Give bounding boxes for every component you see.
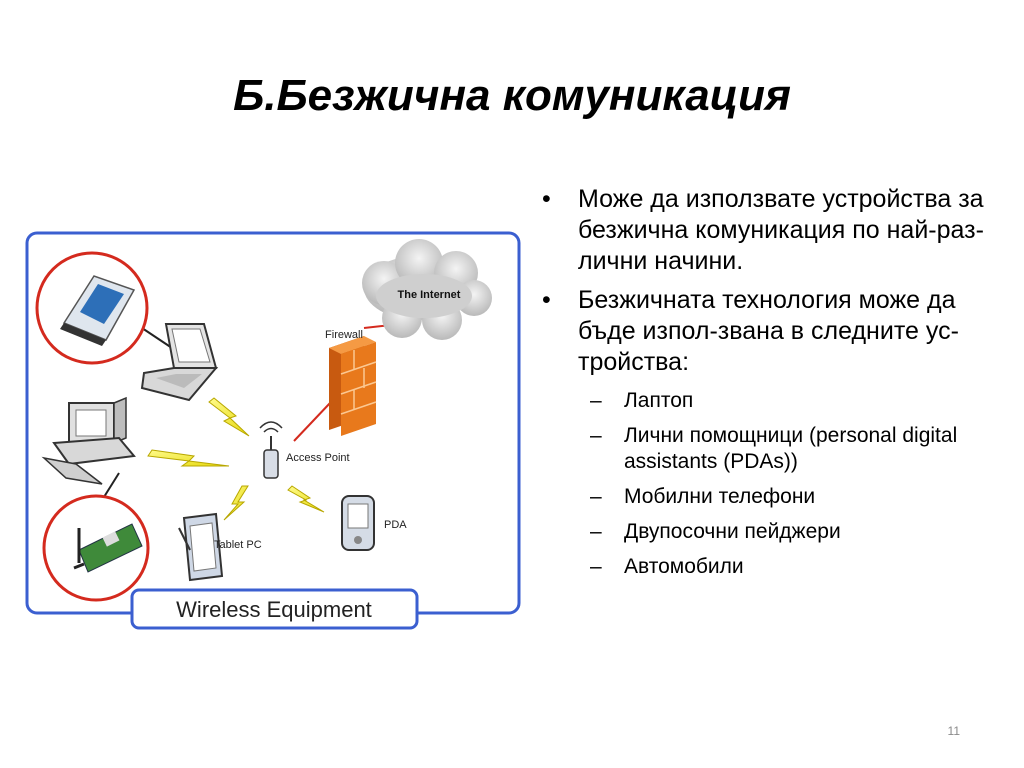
signal-bolt-icon [147, 449, 230, 467]
bullet-dot-icon: • [542, 185, 551, 213]
sub-bullet-item: –Двупосочни пейджери [590, 520, 841, 543]
bullet-dot-icon: • [542, 286, 551, 314]
wireless-card-icon [60, 275, 136, 346]
firewall-label: Firewall [325, 329, 363, 341]
internet-cloud [362, 239, 492, 340]
slide-title: Б.Безжична комуникация [233, 71, 791, 120]
signal-bolt-icon [223, 485, 249, 521]
sub-bullet-item: –Мобилни телефони [590, 485, 816, 508]
bullet-item: •Безжичната технология може да бъде изпо… [540, 285, 1000, 580]
signal-bolt-icon [287, 485, 325, 513]
wireless-equipment-diagram: The Internet Firewall [24, 228, 524, 633]
access-point-label: Access Point [286, 452, 350, 464]
bullet-item: •Може да използвате устройства за безжич… [542, 185, 984, 275]
sub-bullet-item: –Лаптоп [590, 389, 694, 412]
signal-bolt-icon [208, 397, 250, 437]
access-point-icon [259, 421, 283, 479]
bullet-list: •Може да използвате устройства за безжич… [540, 184, 1000, 589]
pda-label: PDA [384, 519, 407, 531]
dash-icon: – [590, 485, 602, 508]
page-number: 11 [947, 724, 960, 738]
laptop-icon [140, 323, 219, 402]
diagram-caption: Wireless Equipment [176, 597, 372, 622]
pda-icon [341, 495, 375, 551]
firewall-icon [329, 336, 377, 436]
desktop-computer-icon [41, 396, 136, 485]
dash-icon: – [590, 424, 602, 447]
caption-box [130, 588, 419, 630]
sub-bullet-item: –Автомобили [590, 555, 744, 578]
tablet-label: Tablet PC [214, 539, 262, 551]
internet-label: The Internet [398, 289, 461, 301]
dash-icon: – [590, 555, 602, 578]
sub-bullet-item: –Лични помощници (personal digital assis… [590, 424, 958, 473]
dash-icon: – [590, 520, 602, 543]
dash-icon: – [590, 389, 602, 412]
network-adapter-icon [73, 523, 143, 573]
tablet-pc-icon [178, 512, 224, 582]
